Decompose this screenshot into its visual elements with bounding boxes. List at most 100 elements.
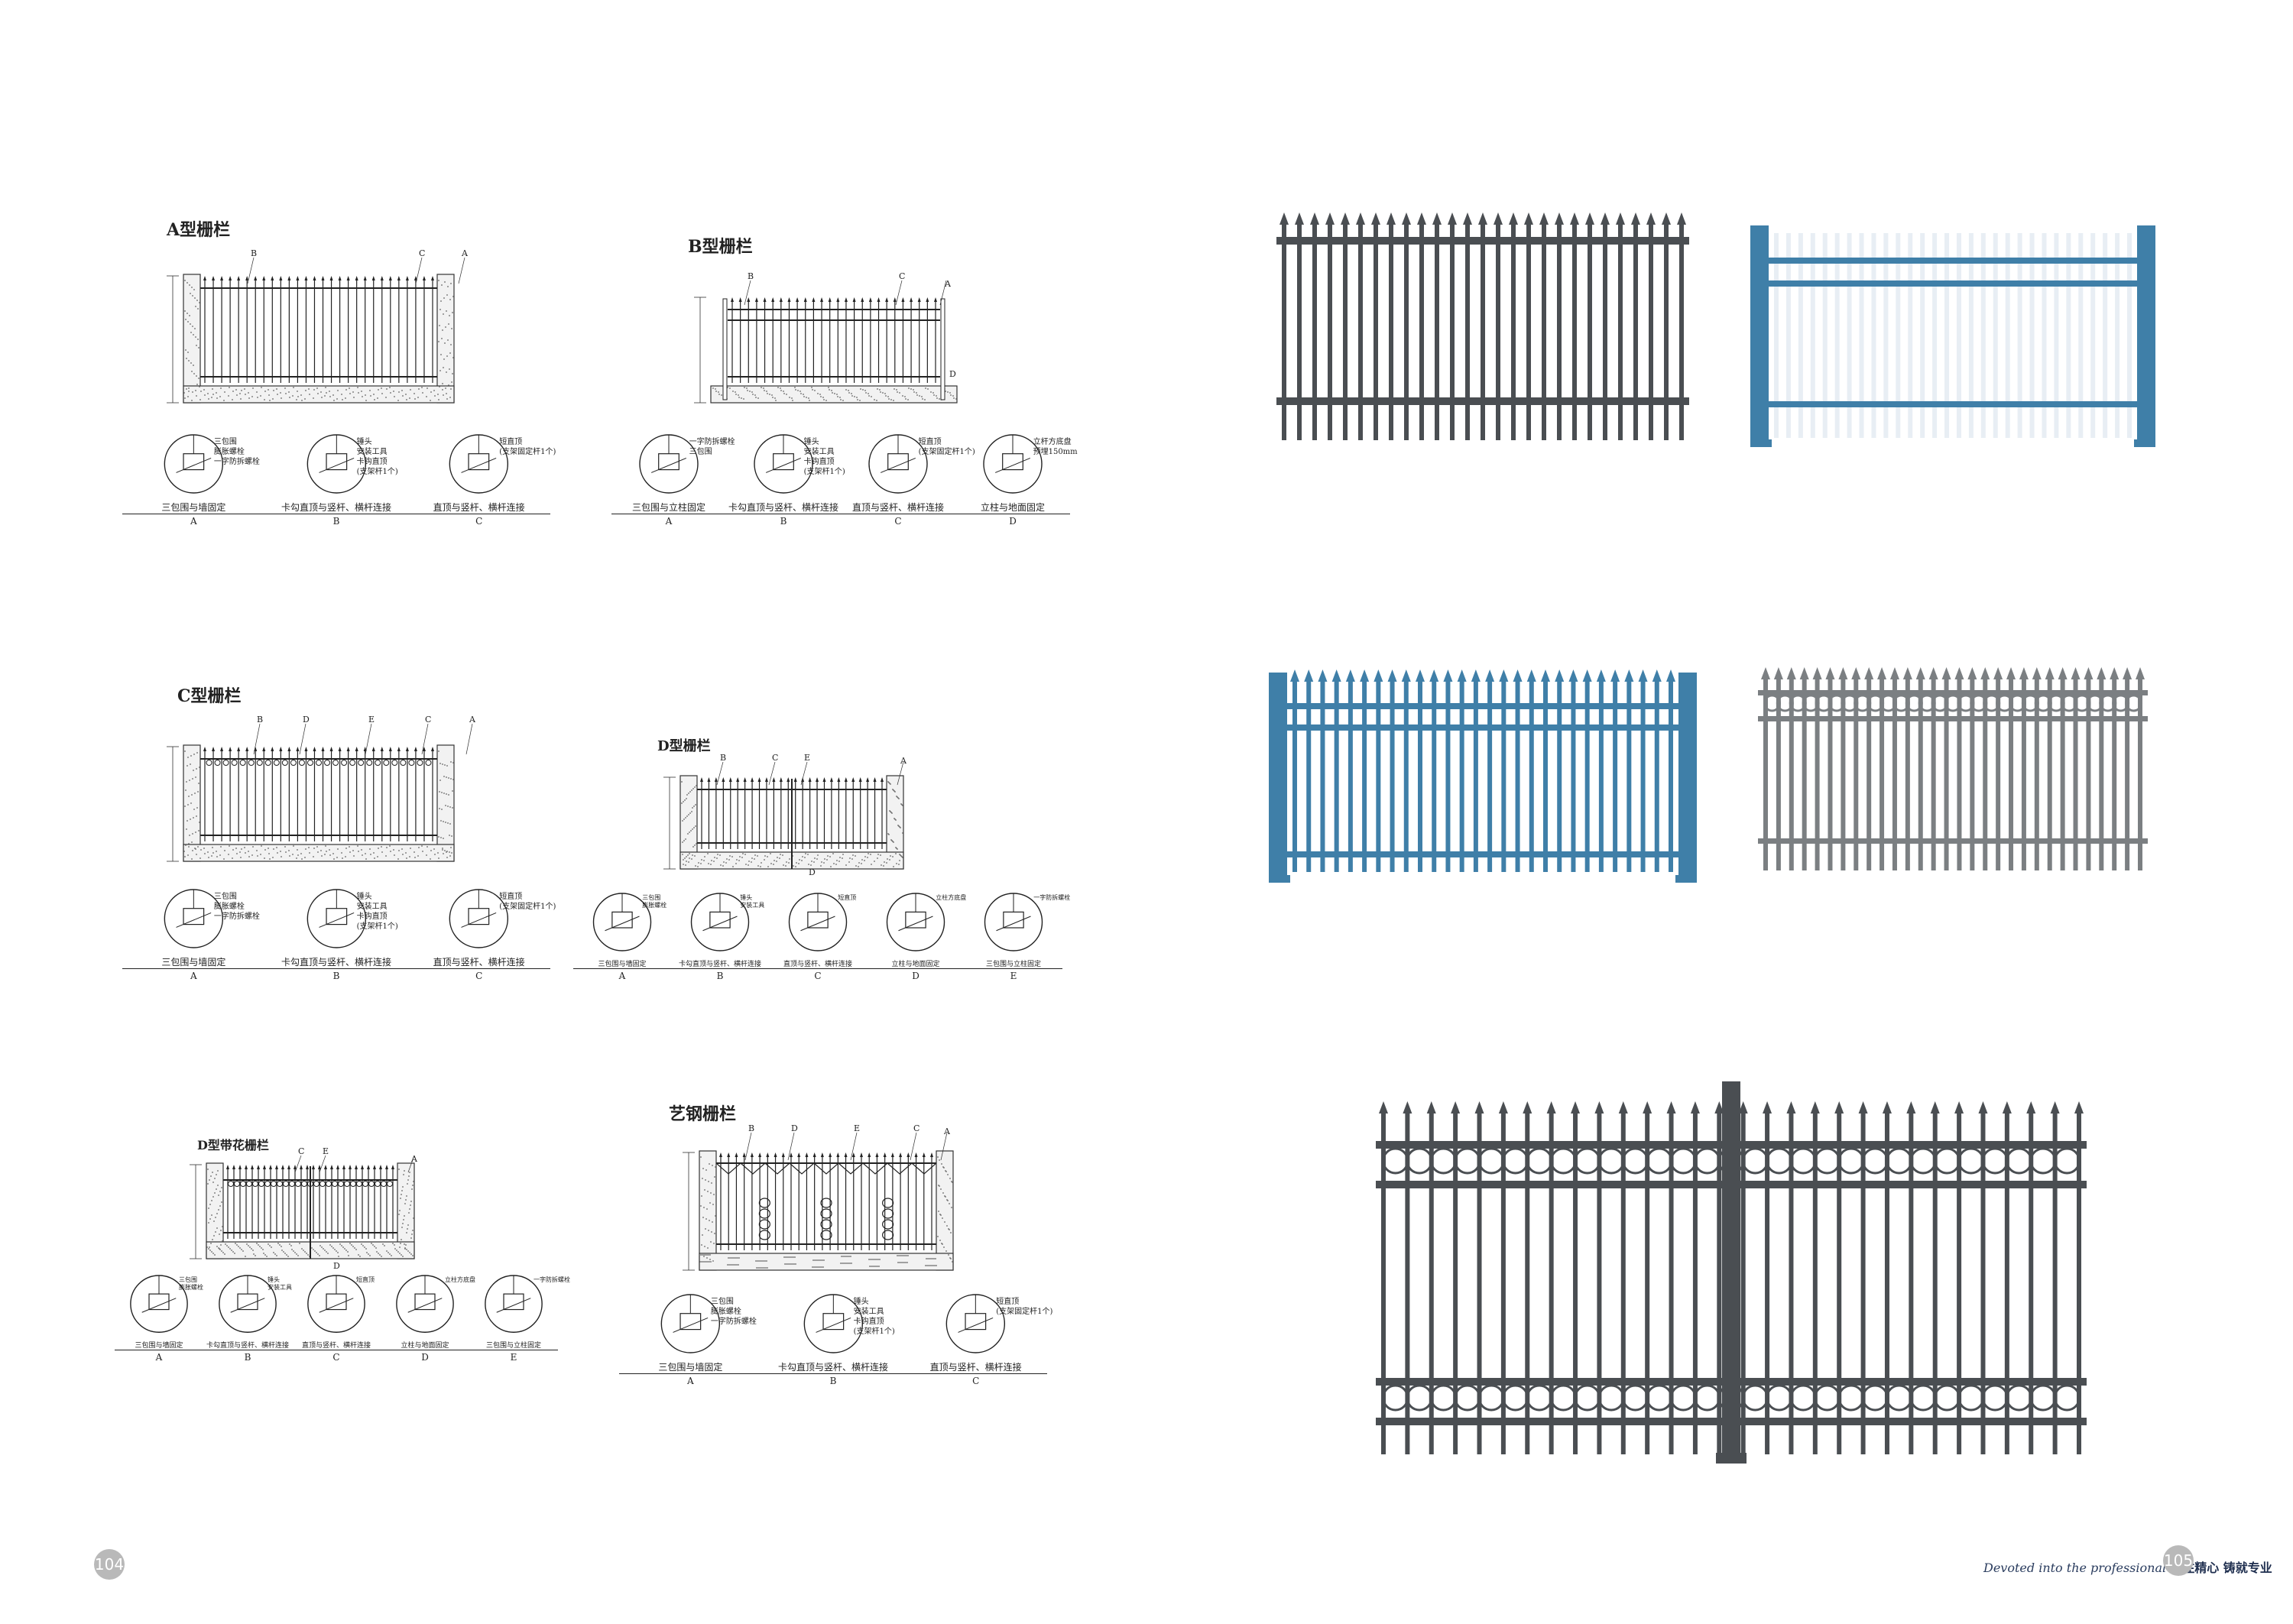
detail-note: 卡钩直顶 — [853, 1318, 884, 1326]
detail-note: 短直顶 — [499, 893, 523, 901]
detail-circle-drawing — [485, 1275, 543, 1333]
fence-d-title: D型栅栏 — [657, 738, 711, 754]
fence-d-drawing: B C E A D — [642, 753, 917, 883]
detail-circle-drawing — [449, 889, 509, 948]
detail-note: 三包围 — [642, 894, 661, 901]
detail-letter: A — [190, 516, 197, 527]
detail-note: (支架固定杆1个) — [499, 903, 556, 911]
detail-note: (支架固定杆1个) — [918, 448, 975, 456]
detail-letter: B — [780, 516, 787, 527]
detail-caption: 三包围与立柱固定 — [965, 958, 1062, 969]
photo-fence-blue — [1269, 669, 1697, 883]
detail-note: (支架固定杆1个) — [499, 448, 556, 456]
fence-photo-drawing — [1269, 669, 1697, 883]
fence-df-drawing: C E A D — [183, 1146, 428, 1272]
detail-note: 三包围 — [213, 893, 237, 901]
fence-d-elevation — [663, 761, 904, 870]
detail-caption: 三包围与墙固定 — [573, 958, 671, 969]
detail-e: 一字防拆螺栓三包围与立柱固定 E — [965, 890, 1070, 986]
detail-caption: 卡勾直顶与竖杆、横杆连接 — [264, 955, 408, 969]
detail-letter: C — [475, 516, 483, 527]
detail-letter: C — [475, 971, 483, 981]
detail-note: 一字防拆螺栓 — [1033, 894, 1071, 901]
detail-letter: C — [814, 971, 822, 981]
detail-letter: A — [155, 1352, 163, 1363]
callout-d: D — [949, 369, 956, 379]
detail-note: 安装工具 — [740, 902, 765, 909]
detail-note: 一字防拆螺栓 — [213, 912, 260, 921]
elevation-lines — [663, 761, 904, 870]
fence-photo-drawing — [1758, 667, 2148, 870]
detail-note: (支架杆1个) — [803, 468, 845, 476]
fence-a-title: A型栅栏 — [167, 220, 231, 240]
detail-letter: E — [510, 1352, 517, 1363]
detail-letter: C — [332, 1352, 340, 1363]
callout-c: C — [425, 715, 432, 724]
fence-a-elevation — [167, 257, 465, 404]
fence-c-elevation — [167, 723, 473, 862]
detail-caption: 三包围与墙固定 — [122, 955, 265, 969]
detail-letter: E — [1010, 971, 1017, 981]
detail-note: (支架固定杆1个) — [996, 1308, 1053, 1316]
fence-art-elevation — [683, 1132, 954, 1271]
callout-a: A — [462, 248, 468, 258]
detail-letter: B — [716, 971, 724, 981]
page-number-right: 105 — [2163, 1545, 2194, 1576]
detail-letter: B — [332, 971, 340, 981]
detail-note: 短直顶 — [499, 438, 523, 446]
detail-letter: A — [190, 971, 197, 981]
detail-circle-drawing — [803, 1294, 863, 1353]
detail-circle-drawing — [307, 1275, 365, 1333]
slogan-script: Devoted into the professional — [1983, 1561, 2167, 1575]
detail-circle-drawing — [639, 434, 699, 494]
detail-note: 一字防拆螺栓 — [689, 438, 735, 446]
photo-fence-ring-large — [1376, 1081, 2087, 1464]
detail-note: 三包围 — [689, 448, 712, 456]
detail-note: (支架杆1个) — [356, 922, 398, 931]
detail-note: 一字防拆螺栓 — [710, 1318, 757, 1326]
detail-circle-drawing — [306, 889, 366, 948]
concrete-hatch — [183, 744, 455, 862]
detail-circle-drawing — [219, 1275, 277, 1333]
detail-note: 安装工具 — [267, 1284, 292, 1291]
detail-caption: 直顶与竖杆、横杆连接 — [407, 501, 550, 514]
photo-fence-blue-white — [1750, 225, 2155, 447]
detail-note: 立柱方底盘 — [444, 1276, 475, 1283]
detail-circle-drawing — [868, 434, 928, 494]
slogan-cn: 倾注精心 铸就专业 — [2170, 1561, 2272, 1575]
detail-note: 一字防拆螺栓 — [533, 1276, 570, 1283]
detail-caption: 立柱与地面固定 — [381, 1340, 469, 1351]
detail-note: 安装工具 — [803, 448, 835, 456]
detail-caption: 卡勾直顶与竖杆、横杆连接 — [203, 1340, 292, 1351]
detail-note: 卡钩直顶 — [356, 458, 388, 466]
detail-note: 锤头 — [356, 893, 372, 901]
elevation-lines — [190, 1155, 415, 1259]
callout-e: E — [804, 753, 811, 763]
detail-circle-drawing — [886, 893, 945, 951]
fence-b-drawing: B C A D — [665, 271, 971, 417]
detail-caption: 直顶与竖杆、横杆连接 — [769, 958, 867, 969]
detail-circle-drawing — [396, 1275, 454, 1333]
detail-letter: C — [894, 516, 902, 527]
detail-circle-drawing — [164, 889, 224, 948]
detail-caption: 直顶与竖杆、横杆连接 — [292, 1340, 381, 1351]
detail-caption: 三包围与立柱固定 — [611, 501, 726, 514]
fence-b-elevation — [694, 280, 958, 404]
fence-photo-drawing — [1276, 212, 1689, 440]
detail-caption: 立柱与地面固定 — [955, 501, 1070, 514]
detail-note: 三包围 — [710, 1298, 734, 1306]
detail-note: 膨胀螺栓 — [642, 902, 667, 909]
detail-note: 膨胀螺栓 — [213, 448, 245, 456]
detail-note: (支架杆1个) — [356, 468, 398, 476]
